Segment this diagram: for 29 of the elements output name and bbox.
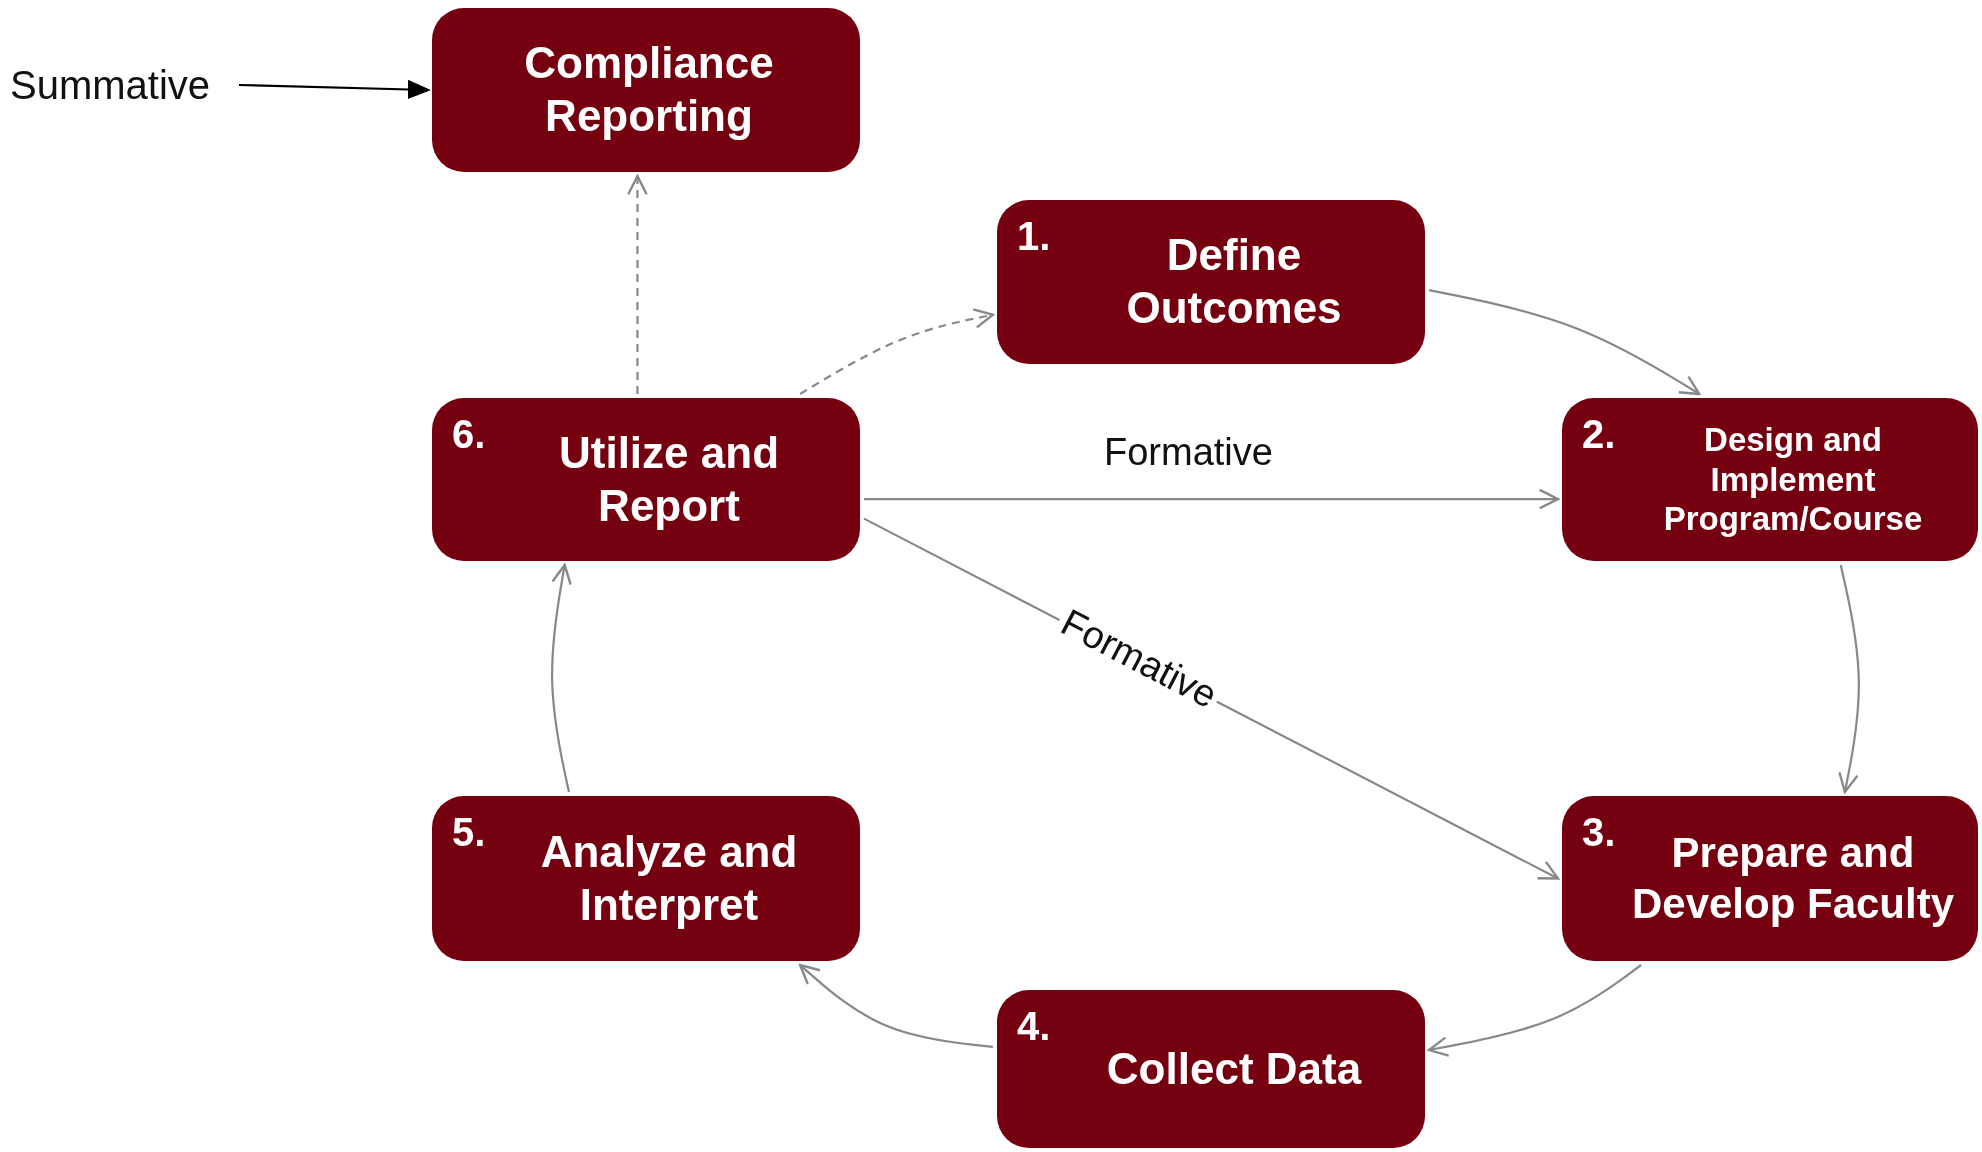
arrow bbox=[627, 174, 648, 394]
step-title: Define Outcomes bbox=[1125, 229, 1343, 334]
arrow bbox=[799, 308, 995, 395]
arrow bbox=[551, 563, 572, 793]
arrow bbox=[798, 963, 994, 1048]
arrow bbox=[1427, 964, 1642, 1057]
step-title: Prepare and Develop Faculty bbox=[1630, 828, 1956, 929]
step-number: 4. bbox=[1017, 1004, 1051, 1049]
step-title: Utilize and Report bbox=[558, 426, 780, 532]
step-title: Compliance Reporting bbox=[523, 37, 775, 142]
process-box bbox=[1562, 398, 1978, 561]
step-title: Design and Implement Program/Course bbox=[1662, 420, 1924, 540]
process-box bbox=[997, 990, 1425, 1148]
process-box bbox=[1562, 796, 1978, 961]
step-title: Collect Data bbox=[1105, 1042, 1363, 1095]
process-box bbox=[432, 398, 860, 561]
step-title: Analyze and Interpret bbox=[539, 825, 799, 931]
step-number: 3. bbox=[1582, 810, 1616, 855]
process-label: Summative bbox=[10, 62, 211, 108]
process-box bbox=[997, 200, 1425, 364]
step-number: 1. bbox=[1017, 214, 1051, 259]
step-number: 2. bbox=[1582, 412, 1616, 457]
process-box bbox=[432, 796, 860, 961]
step-number: 5. bbox=[452, 810, 486, 855]
arrow bbox=[1428, 289, 1701, 396]
arrow bbox=[864, 488, 1560, 510]
step-number: 6. bbox=[452, 412, 486, 457]
arrow bbox=[1838, 564, 1860, 794]
process-box bbox=[432, 8, 860, 172]
